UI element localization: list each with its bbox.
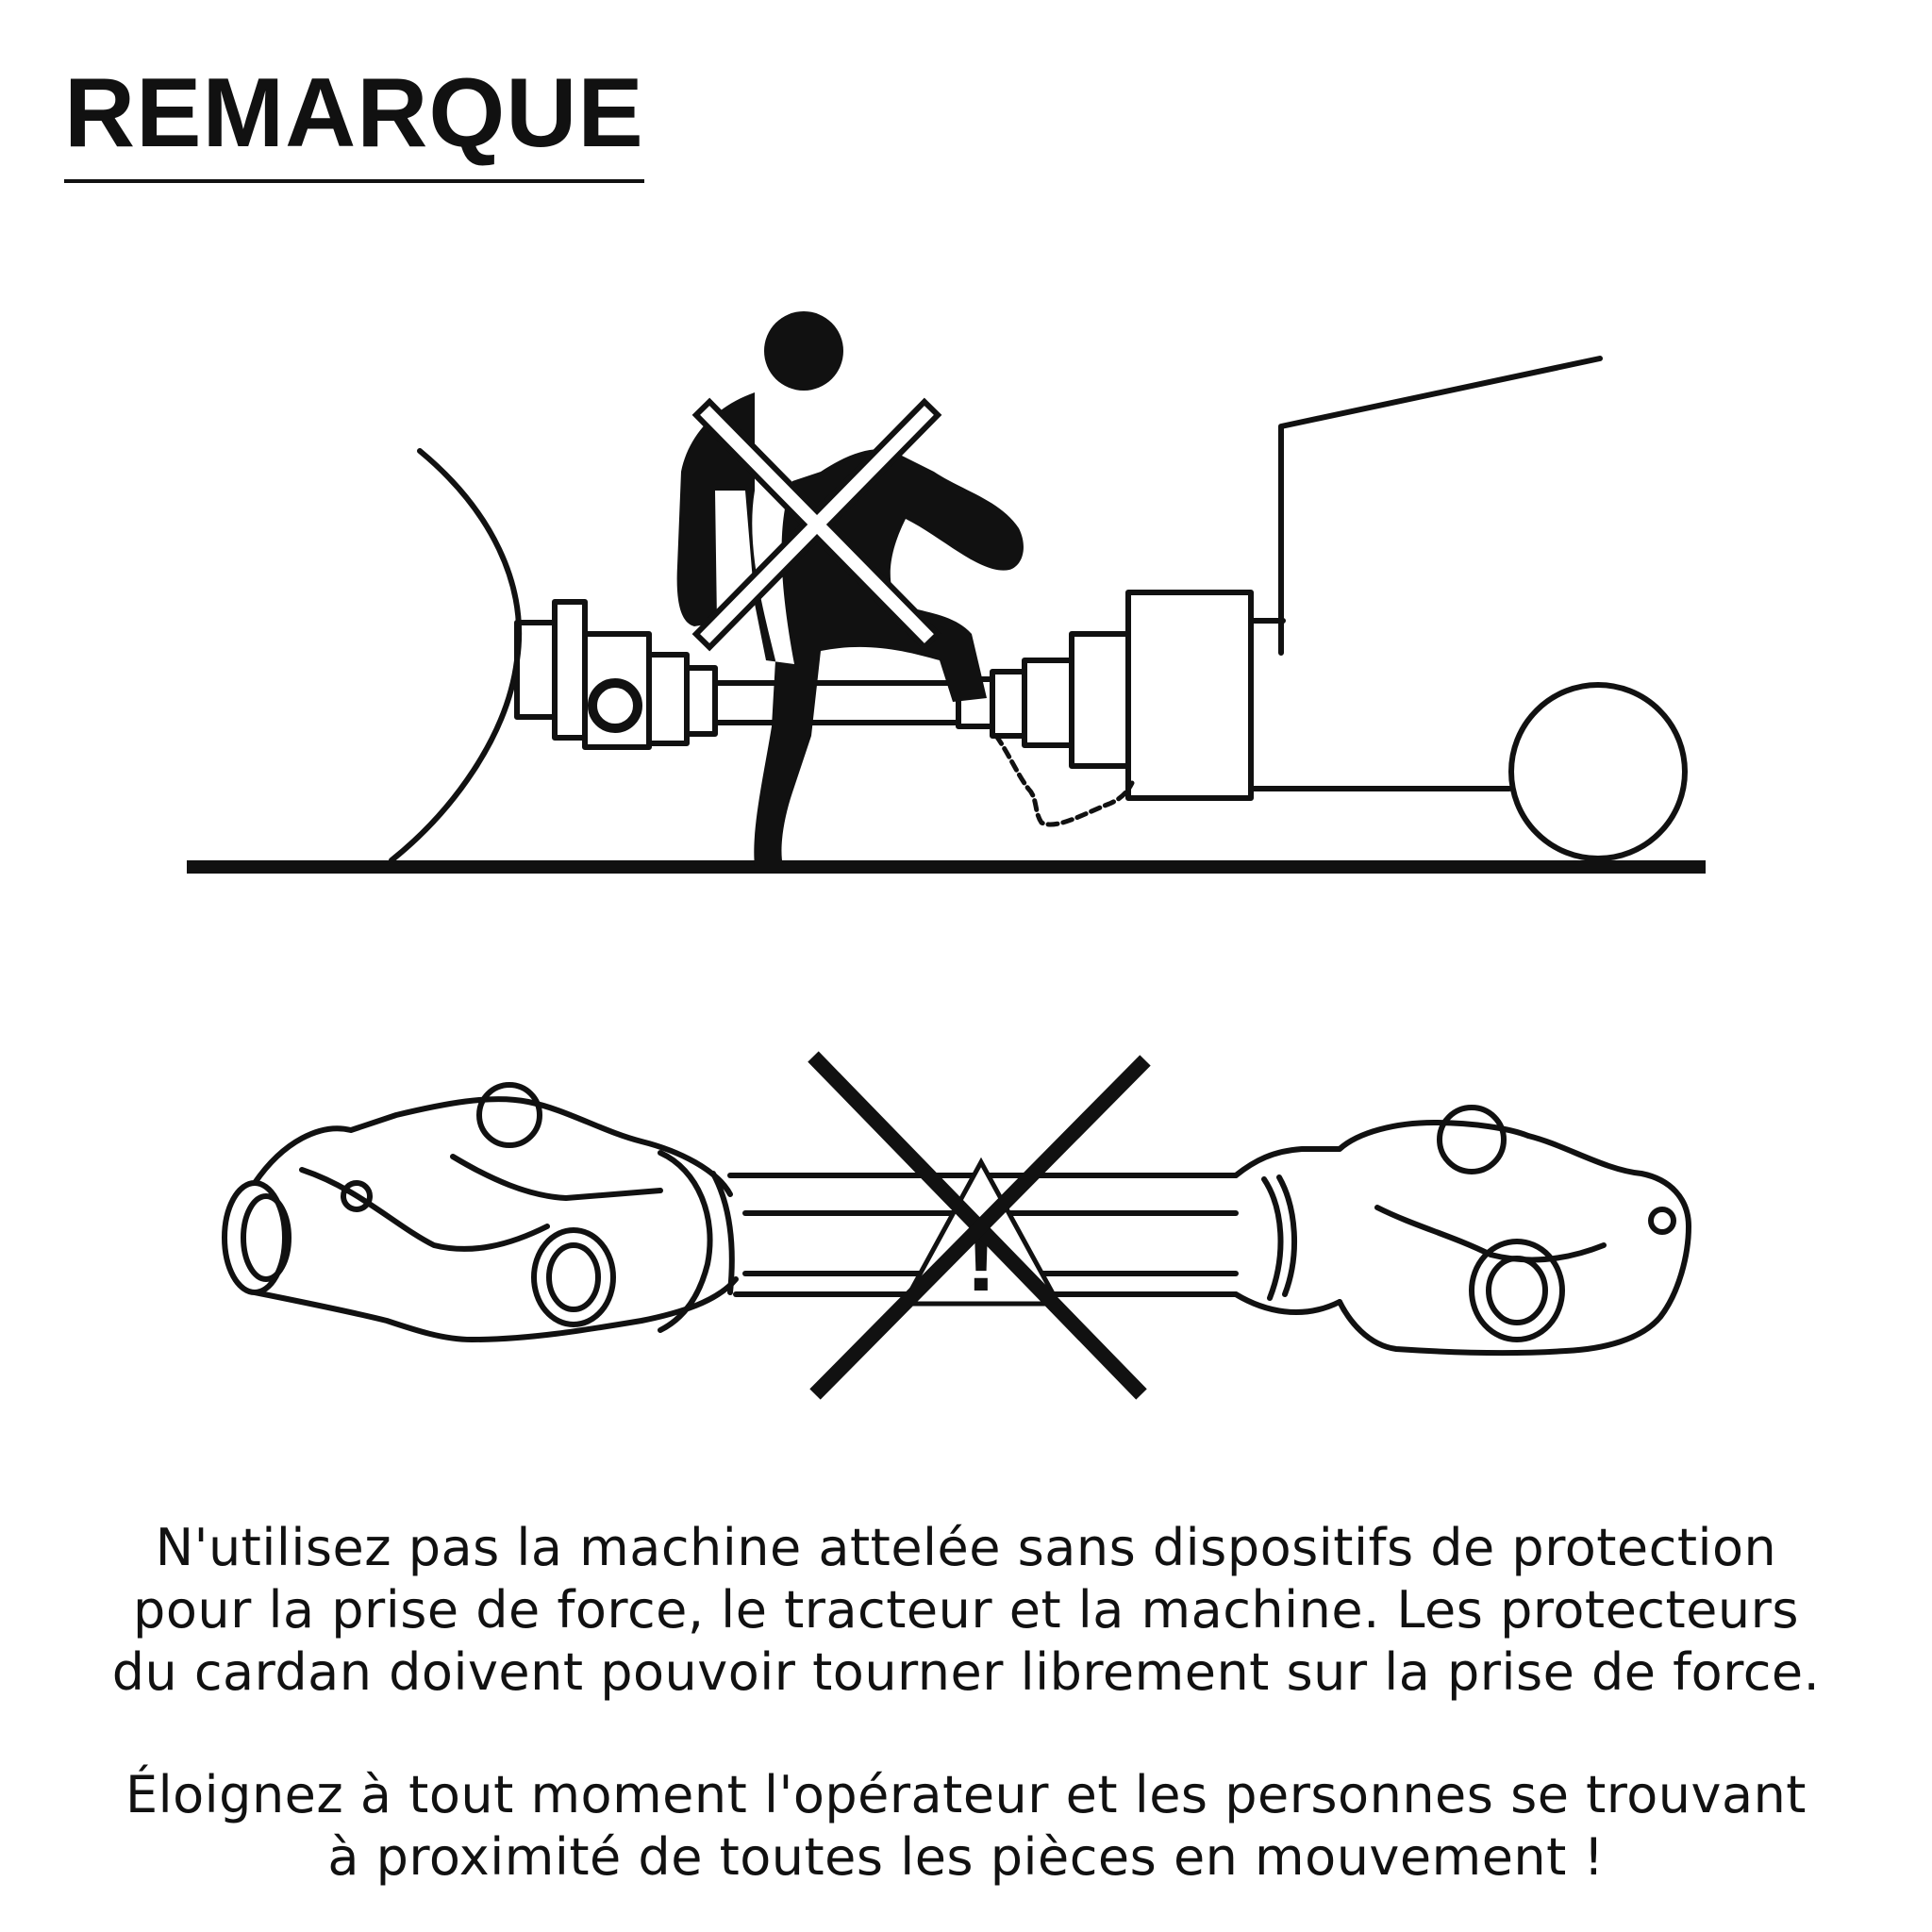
instruction-paragraph-1: N'utilisez pas la machine attelée sans d…	[75, 1517, 1857, 1704]
paragraph-line: Éloignez à tout moment l'opérateur et le…	[125, 1765, 1807, 1824]
paragraph-line: du cardan doivent pouvoir tourner librem…	[111, 1642, 1821, 1702]
person-stepping-over-shaft-icon	[187, 311, 1706, 874]
drive-shaft-icon: !	[222, 1051, 1691, 1400]
paragraph-line: pour la prise de force, le tracteur et l…	[133, 1580, 1799, 1640]
page-title: REMARQUE	[64, 64, 644, 183]
instruction-paragraph-2: Éloignez à tout moment l'opérateur et le…	[75, 1764, 1857, 1889]
paragraph-line: à proximité de toutes les pièces en mouv…	[327, 1827, 1605, 1887]
paragraph-line: N'utilisez pas la machine attelée sans d…	[155, 1518, 1777, 1577]
cross-icon	[808, 1051, 1151, 1400]
